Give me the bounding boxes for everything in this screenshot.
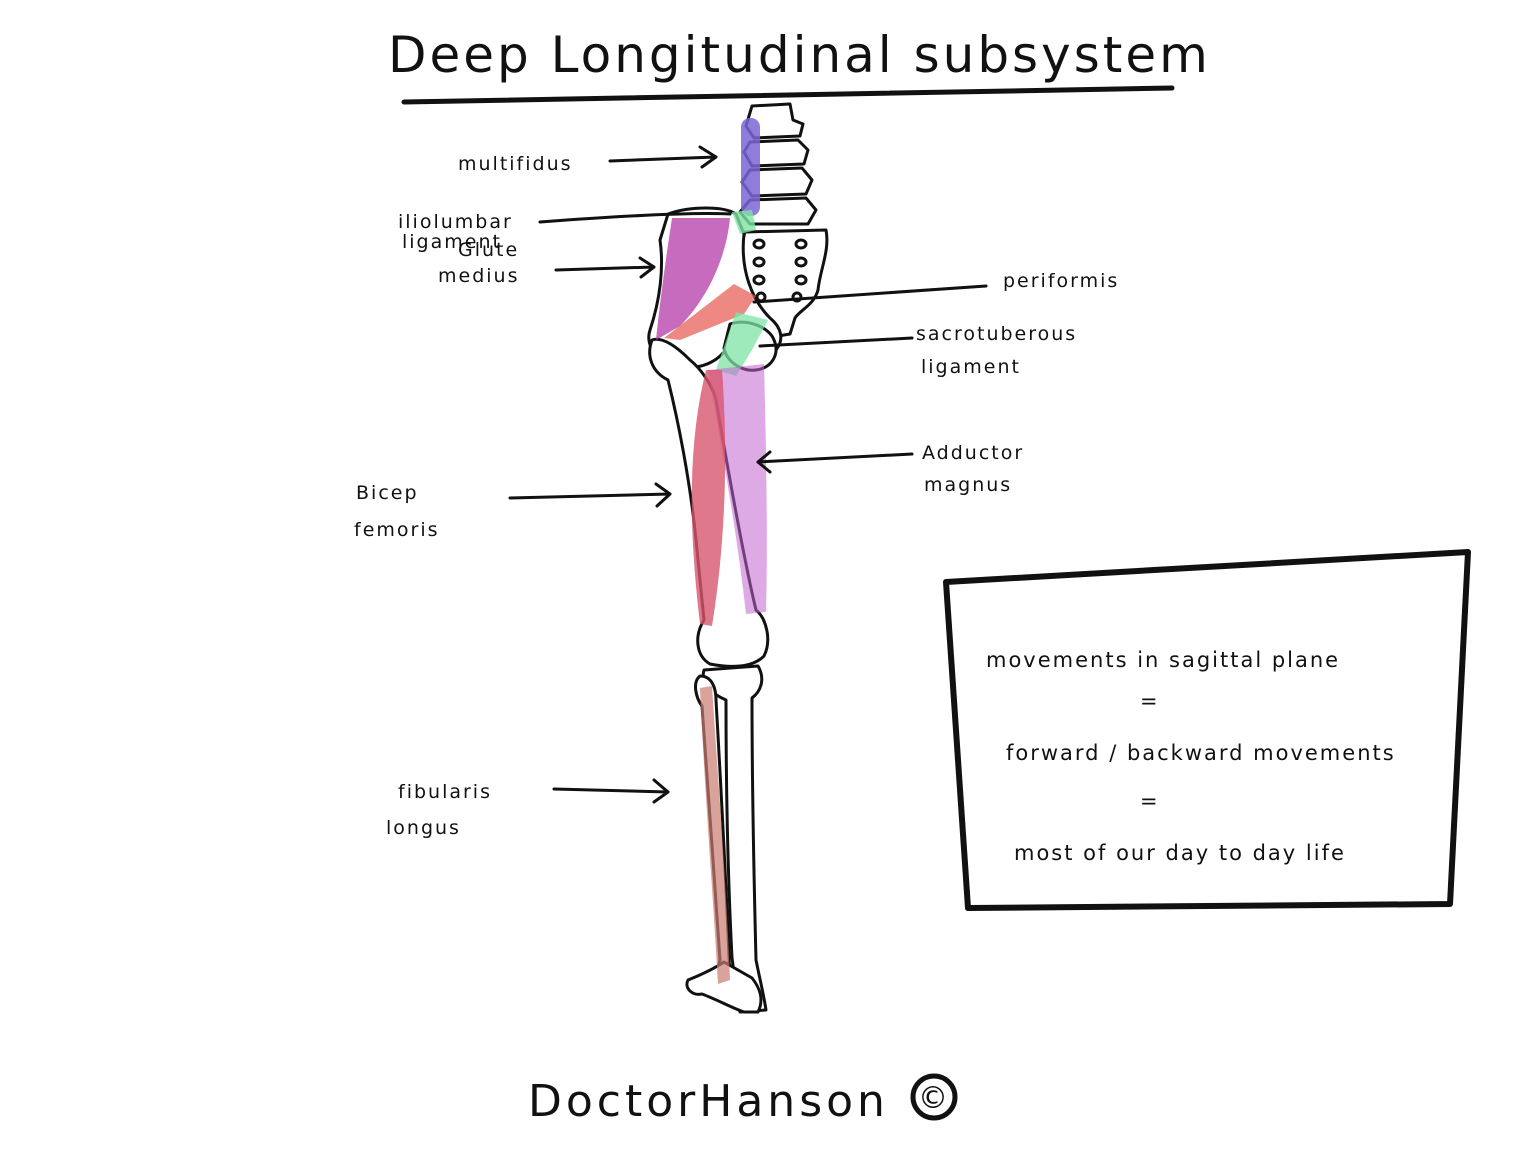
iliolumbar-ligament [732,210,756,234]
info-box-frame [943,549,1471,911]
foot [685,960,763,1014]
svg-text:fibularis: fibularis [398,781,492,803]
arrow-glute-medius [554,256,656,279]
line-iliolumbar [538,211,732,224]
svg-text:magnus: magnus [924,474,1012,496]
label-fibularis-longus: fibularis longus [386,778,670,839]
svg-text:femoris: femoris [354,519,440,541]
svg-text:forward / backward movements: forward / backward movements [1006,741,1396,765]
label-biceps-femoris: Bicep femoris [354,482,672,541]
muscles [656,218,768,984]
label-glute-medius: Glute medius [438,239,656,287]
multifidus-muscle [741,118,760,216]
svg-text:ligament: ligament [402,231,502,253]
arrow-fibularis-longus [552,778,670,804]
label-iliolumbar-ligament: iliolumbar ligament [398,211,732,253]
glute-medius-muscle [656,218,730,340]
svg-text:multifidus: multifidus [458,153,573,175]
copyright-circle [910,1073,958,1121]
line-piriformis [752,284,988,304]
svg-text:most of our day to day life: most of our day to day life [1014,841,1346,865]
svg-text:longus: longus [386,817,461,839]
label-piriformis: periformis [752,270,1119,304]
svg-text:Adductor: Adductor [922,442,1024,464]
tibia [701,664,768,1014]
sacral-foramina [752,238,808,303]
biceps-femoris-muscle [691,370,726,626]
svg-text:=: = [1140,789,1160,813]
svg-text:movements in sagittal plane: movements in sagittal plane [986,648,1340,672]
credit: DoctorHanson © [528,1073,958,1127]
lumbar-spine [738,102,818,226]
arrow-biceps-femoris [508,482,672,508]
title-underline [401,85,1175,105]
sacrotuberous-ligament [716,312,768,376]
label-adductor-magnus: Adductor magnus [756,442,1024,496]
info-box: movements in sagittal plane = forward / … [943,549,1471,911]
copyright-mark: © [918,1081,950,1116]
credit-name: DoctorHanson [528,1076,889,1127]
fibularis-longus-muscle [700,686,730,984]
arrow-adductor-magnus [756,450,914,474]
svg-text:sacrotuberous: sacrotuberous [916,323,1077,345]
svg-text:ligament: ligament [921,356,1021,378]
svg-text:Bicep: Bicep [356,482,419,504]
label-multifidus: multifidus [458,145,718,175]
label-sacrotuberous-ligament: sacrotuberous ligament [758,323,1077,378]
page-title: Deep Longitudinal subsystem [388,26,1211,84]
piriformis-muscle [664,284,756,340]
svg-text:=: = [1140,689,1160,713]
line-sacrotuberous [758,336,914,348]
svg-text:periformis: periformis [1003,270,1119,292]
arrow-multifidus [608,145,718,169]
svg-text:iliolumbar: iliolumbar [398,211,513,233]
svg-text:Glute: Glute [458,239,519,261]
svg-text:medius: medius [438,265,519,287]
